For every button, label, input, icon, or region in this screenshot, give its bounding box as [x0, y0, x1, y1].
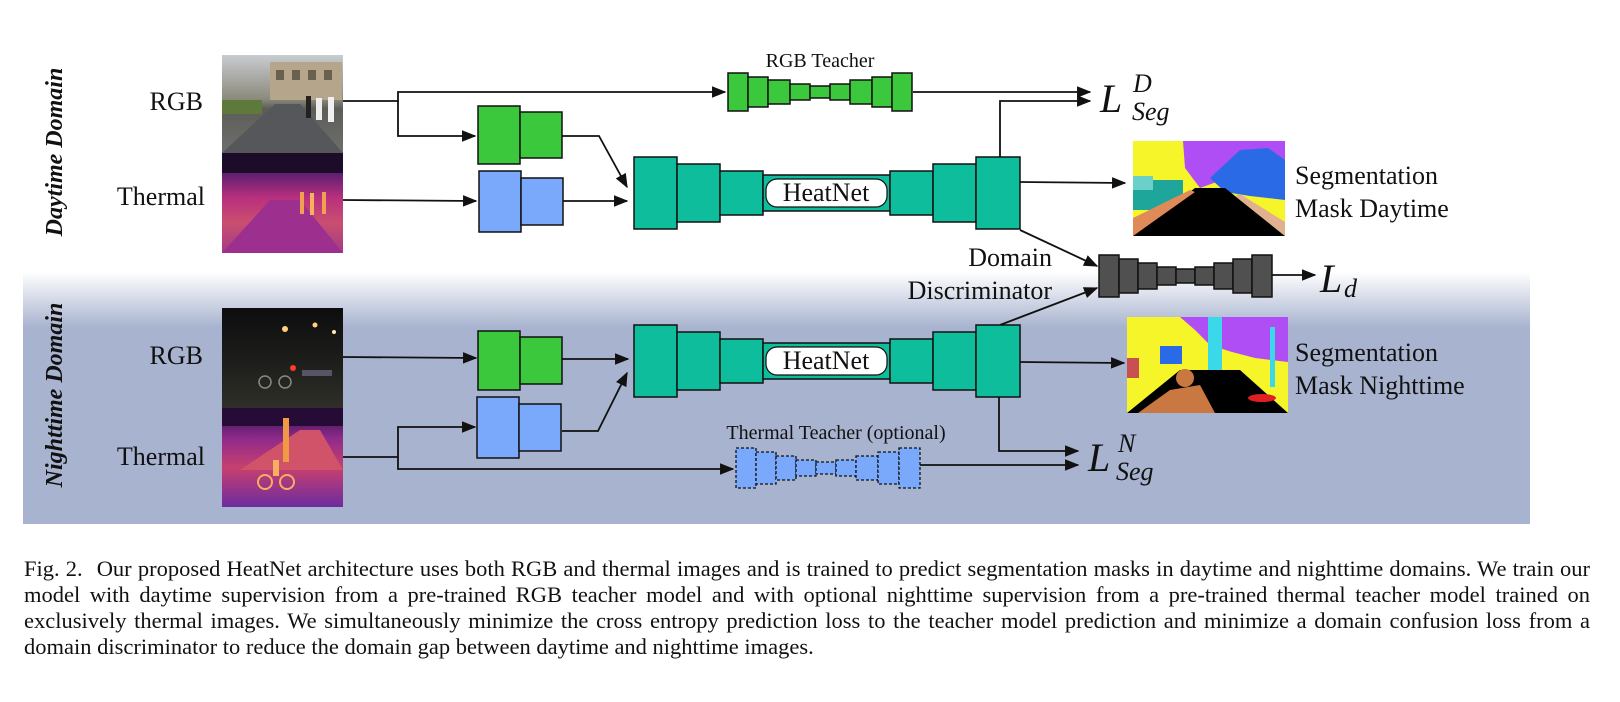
heatnet-day-label-box	[765, 178, 888, 208]
loss-seg-day: L D Seg	[1099, 69, 1170, 126]
day-rgb-label: RGB	[150, 87, 203, 116]
seg-day-label-line1: Segmentation	[1295, 161, 1438, 190]
day-thermal-image	[222, 153, 343, 253]
loss-seg-night-symbol: L	[1087, 435, 1110, 480]
heatnet-night-label: HeatNet	[783, 346, 870, 375]
night-rgb-label: RGB	[150, 341, 203, 370]
loss-seg-day-sup: D	[1132, 69, 1152, 98]
seg-night-label-line1: Segmentation	[1295, 338, 1438, 367]
thermal-teacher-network	[735, 447, 921, 489]
day-thermal-encoder	[478, 170, 564, 233]
day-rgb-image	[222, 55, 343, 153]
night-thermal-encoder	[476, 396, 562, 459]
figure-caption: Fig. 2.Our proposed HeatNet architecture…	[24, 556, 1590, 660]
night-rgb-encoder	[477, 330, 563, 391]
night-thermal-label: Thermal	[117, 442, 205, 471]
daytime-domain-label: Daytime Domain	[42, 68, 68, 238]
thermal-teacher-label: Thermal Teacher (optional)	[726, 422, 945, 444]
loss-seg-day-symbol: L	[1099, 76, 1122, 121]
caption-fig-label: Fig. 2.	[24, 556, 83, 581]
seg-day-label-line2: Mask Daytime	[1295, 194, 1449, 223]
caption-text: Our proposed HeatNet architecture uses b…	[24, 556, 1591, 659]
night-rgb-image	[222, 308, 343, 408]
day-thermal-label: Thermal	[117, 182, 205, 211]
rgb-teacher-label: RGB Teacher	[766, 50, 875, 72]
connectors	[342, 86, 1317, 475]
segmentation-mask-nighttime	[1127, 317, 1288, 413]
heatnet-day-label: HeatNet	[783, 178, 870, 207]
seg-night-label-line2: Mask Nighttime	[1295, 371, 1465, 400]
loss-d: L d	[1319, 256, 1358, 303]
discriminator-label-line2: Discriminator	[908, 276, 1053, 305]
loss-seg-night: L N Seg	[1087, 429, 1154, 486]
night-thermal-image	[222, 408, 343, 507]
discriminator-label-line1: Domain	[968, 243, 1052, 272]
rgb-teacher-network	[727, 72, 913, 112]
loss-d-symbol: L	[1319, 256, 1342, 301]
segmentation-mask-daytime	[1133, 141, 1285, 236]
loss-seg-night-sup: N	[1117, 429, 1137, 458]
day-rgb-encoder	[477, 105, 563, 165]
loss-seg-day-sub: Seg	[1132, 97, 1170, 126]
loss-d-sub: d	[1344, 274, 1358, 303]
heatnet-night-label-box	[765, 346, 888, 376]
loss-seg-night-sub: Seg	[1116, 457, 1154, 486]
domain-discriminator-network	[1098, 254, 1273, 298]
nighttime-domain-label: Nighttime Domain	[42, 303, 68, 489]
